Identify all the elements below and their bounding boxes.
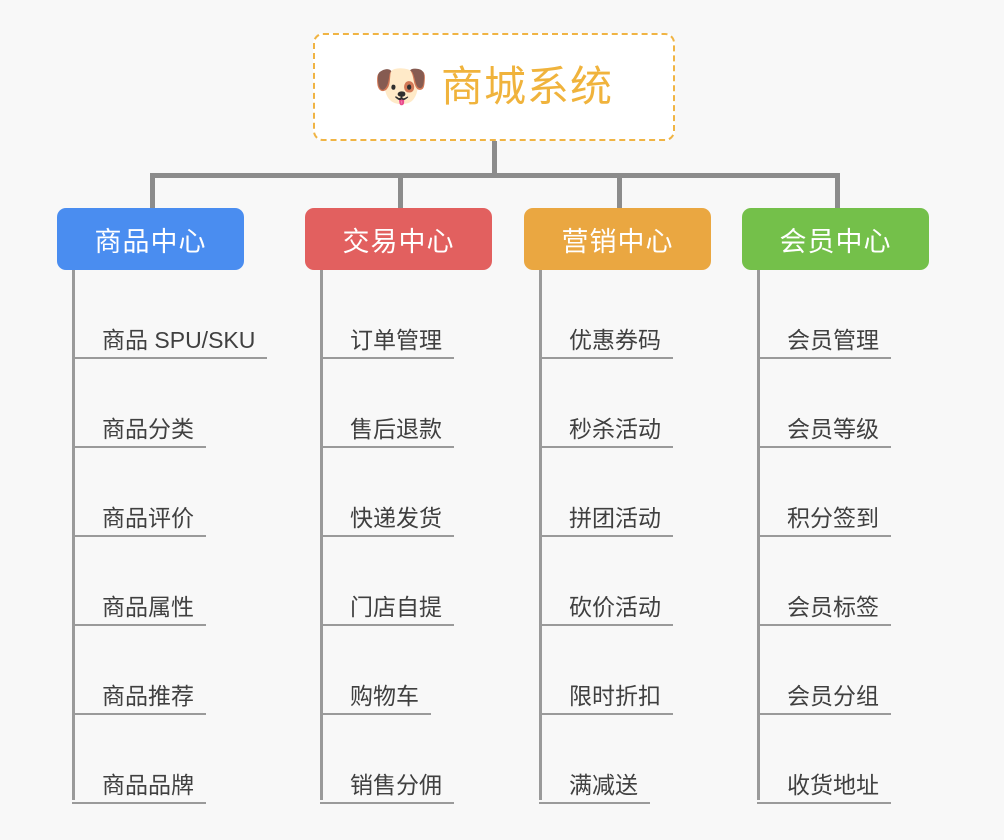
list-item[interactable]: 会员分组	[757, 626, 987, 715]
list-item-underline	[539, 357, 673, 359]
list-item[interactable]: 商品推荐	[72, 626, 302, 715]
list-item-label: 快递发货	[350, 505, 442, 531]
list-item-underline	[757, 802, 891, 804]
list-item-underline	[757, 446, 891, 448]
list-item[interactable]: 会员等级	[757, 359, 987, 448]
list-item-underline	[757, 357, 891, 359]
list-item[interactable]: 会员标签	[757, 537, 987, 626]
list-item[interactable]: 砍价活动	[539, 537, 769, 626]
connector-drop-2	[398, 173, 403, 210]
list-item-label: 售后退款	[350, 416, 442, 442]
list-item-underline	[539, 446, 673, 448]
list-item-underline	[320, 713, 431, 715]
branch-header-4[interactable]: 会员中心	[742, 208, 929, 270]
list-item-label: 会员等级	[787, 416, 879, 442]
connector-drop-1	[150, 173, 155, 210]
list-item-label: 商品分类	[102, 416, 194, 442]
root-title: 商城系统	[440, 63, 613, 110]
list-item-label: 订单管理	[350, 327, 442, 353]
list-item[interactable]: 收货地址	[757, 715, 987, 804]
list-item-underline	[320, 535, 454, 537]
list-item[interactable]: 快递发货	[320, 448, 550, 537]
list-item-label: 商品评价	[102, 505, 194, 531]
list-item[interactable]: 商品分类	[72, 359, 302, 448]
list-item[interactable]: 优惠券码	[539, 270, 769, 359]
list-item-label: 销售分佣	[350, 772, 442, 798]
list-item-underline	[72, 535, 206, 537]
list-item-label: 门店自提	[350, 594, 442, 620]
dog-face-icon: 🐶	[373, 62, 429, 111]
list-item-label: 会员分组	[787, 683, 879, 709]
list-item-underline	[320, 446, 454, 448]
list-item-underline	[539, 802, 650, 804]
branch-header-2[interactable]: 交易中心	[305, 208, 492, 270]
branch-items-4: 会员管理 会员等级 积分签到 会员标签 会员分组 收货地址	[757, 270, 987, 804]
list-item[interactable]: 商品 SPU/SKU	[72, 270, 302, 359]
connector-drop-3	[617, 173, 622, 210]
list-item[interactable]: 销售分佣	[320, 715, 550, 804]
branch-header-3[interactable]: 营销中心	[524, 208, 711, 270]
list-item-label: 收货地址	[787, 772, 879, 798]
list-item-label: 商品品牌	[102, 772, 194, 798]
list-item-underline	[320, 802, 454, 804]
list-item-underline	[72, 713, 206, 715]
list-item-underline	[757, 713, 891, 715]
connector-root-stem	[492, 141, 497, 175]
list-item-label: 积分签到	[787, 505, 879, 531]
list-item-label: 拼团活动	[569, 505, 661, 531]
list-item-underline	[320, 624, 454, 626]
list-item-label: 满减送	[569, 772, 638, 798]
list-item-label: 商品 SPU/SKU	[102, 327, 256, 353]
branch-header-1[interactable]: 商品中心	[57, 208, 244, 270]
connector-horizontal-bar	[150, 173, 840, 178]
list-item[interactable]: 满减送	[539, 715, 769, 804]
list-item-underline	[72, 446, 206, 448]
list-item-underline	[757, 535, 891, 537]
branch-items-3: 优惠券码 秒杀活动 拼团活动 砍价活动 限时折扣 满减送	[539, 270, 769, 804]
list-item[interactable]: 门店自提	[320, 537, 550, 626]
list-item[interactable]: 限时折扣	[539, 626, 769, 715]
list-item-underline	[539, 535, 673, 537]
list-item[interactable]: 商品评价	[72, 448, 302, 537]
list-item-underline	[72, 802, 206, 804]
list-item-underline	[539, 713, 673, 715]
list-item-label: 秒杀活动	[569, 416, 661, 442]
branch-column-1: 商品中心 商品 SPU/SKU 商品分类 商品评价 商品属性 商品推荐	[57, 208, 267, 804]
list-item-label: 会员管理	[787, 327, 879, 353]
list-item[interactable]: 订单管理	[320, 270, 550, 359]
branch-items-1: 商品 SPU/SKU 商品分类 商品评价 商品属性 商品推荐 商品品牌	[72, 270, 302, 804]
list-item[interactable]: 商品品牌	[72, 715, 302, 804]
list-item-underline	[72, 624, 206, 626]
branch-items-2: 订单管理 售后退款 快递发货 门店自提 购物车 销售分佣	[320, 270, 550, 804]
list-item[interactable]: 积分签到	[757, 448, 987, 537]
list-item-label: 会员标签	[787, 594, 879, 620]
branch-column-2: 交易中心 订单管理 售后退款 快递发货 门店自提 购物车	[305, 208, 492, 804]
list-item-underline	[320, 357, 454, 359]
list-item[interactable]: 秒杀活动	[539, 359, 769, 448]
list-item-underline	[72, 357, 267, 359]
root-node[interactable]: 🐶 商城系统	[313, 33, 675, 141]
list-item-label: 优惠券码	[569, 327, 661, 353]
list-item[interactable]: 会员管理	[757, 270, 987, 359]
list-item-label: 限时折扣	[569, 683, 661, 709]
list-item[interactable]: 售后退款	[320, 359, 550, 448]
list-item-label: 购物车	[350, 683, 419, 709]
list-item-underline	[757, 624, 891, 626]
list-item-label: 商品推荐	[102, 683, 194, 709]
list-item[interactable]: 商品属性	[72, 537, 302, 626]
connector-drop-4	[835, 173, 840, 210]
branch-column-3: 营销中心 优惠券码 秒杀活动 拼团活动 砍价活动 限时折扣	[524, 208, 711, 804]
list-item[interactable]: 拼团活动	[539, 448, 769, 537]
list-item-label: 商品属性	[102, 594, 194, 620]
branch-column-4: 会员中心 会员管理 会员等级 积分签到 会员标签 会员分组	[742, 208, 929, 804]
list-item[interactable]: 购物车	[320, 626, 550, 715]
list-item-underline	[539, 624, 673, 626]
list-item-label: 砍价活动	[569, 594, 661, 620]
